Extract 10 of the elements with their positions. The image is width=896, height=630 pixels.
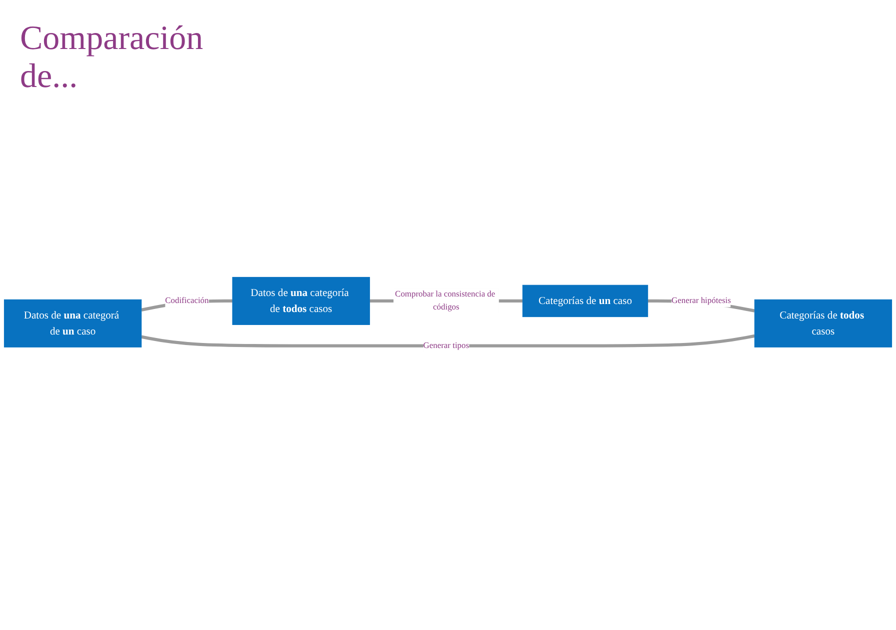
node-box: Datos de una categorá de un caso [4,300,142,348]
edge-label: Comprobar la consistencia de códigos [395,290,496,312]
edge-label: Generar tipos [423,341,470,350]
connector [141,334,755,348]
node-box: Categorías de un caso [522,285,648,318]
node-box: Categorías de todos casos [754,300,892,348]
edge-label: Codificación [165,296,209,306]
node-box: Datos de una categoría de todos casos [232,277,370,326]
edge-label: Generar hipótesis [672,296,731,306]
center-label: Comparación de... [20,20,204,96]
